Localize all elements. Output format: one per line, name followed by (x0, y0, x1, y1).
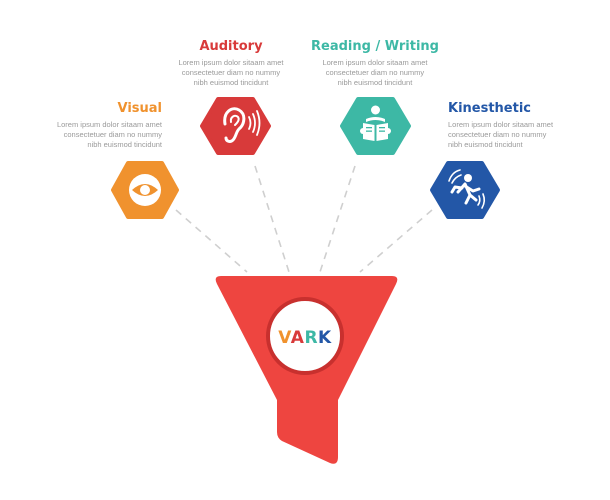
reading-writing-title: Reading / Writing (311, 39, 439, 54)
running-person-icon (448, 169, 486, 209)
desc-line: consectetuer diam no nummy (181, 68, 281, 77)
hexagon-auditory (200, 97, 271, 155)
hexagon-kinesthetic (430, 161, 500, 219)
connector-visual (175, 209, 248, 273)
label-visual: Visual Lorem ipsum dolor sitaam amet con… (20, 101, 162, 150)
desc-line: consectetuer diam no nummy (63, 130, 162, 139)
reading-writing-description: Lorem ipsum dolor sitaam amet consectetu… (300, 58, 450, 88)
vark-letter-r: R (304, 328, 319, 348)
ear-icon (223, 107, 261, 143)
desc-line: Lorem ipsum dolor sitaam amet (322, 58, 428, 67)
auditory-title: Auditory (199, 39, 263, 54)
connector-reading (319, 165, 356, 273)
connector-kinesthetic (359, 209, 433, 273)
desc-line: consectetuer diam no nummy (448, 130, 547, 139)
desc-line: Lorem ipsum dolor sitaam amet (56, 120, 162, 129)
desc-line: consectetuer diam no nummy (325, 68, 425, 77)
desc-line: nibh euismod tincidunt (337, 78, 413, 87)
desc-line: nibh euismod tincidunt (87, 140, 162, 149)
reading-person-icon (360, 105, 391, 141)
visual-description: Lorem ipsum dolor sitaam amet consectetu… (20, 120, 162, 150)
label-reading-writing: Reading / Writing Lorem ipsum dolor sita… (300, 39, 450, 88)
hexagon-reading-writing (340, 97, 411, 155)
connector-lines (175, 165, 433, 273)
kinesthetic-title: Kinesthetic (448, 101, 532, 116)
label-kinesthetic: Kinesthetic Lorem ipsum dolor sitaam ame… (448, 101, 598, 150)
eye-icon (129, 174, 161, 206)
vark-letter-a: A (290, 328, 305, 348)
desc-line: nibh euismod tincidunt (193, 78, 269, 87)
desc-line: Lorem ipsum dolor sitaam amet (448, 120, 554, 129)
label-auditory: Auditory Lorem ipsum dolor sitaam amet c… (160, 39, 302, 88)
visual-title: Visual (117, 101, 162, 116)
vark-letter-v: V (278, 328, 291, 348)
kinesthetic-description: Lorem ipsum dolor sitaam amet consectetu… (448, 120, 598, 150)
funnel-circle (266, 297, 344, 375)
connector-auditory (254, 165, 290, 273)
desc-line: Lorem ipsum dolor sitaam amet (178, 58, 284, 67)
funnel (215, 276, 398, 464)
vark-title: VARK (270, 328, 340, 348)
hexagon-visual (111, 161, 179, 219)
desc-line: nibh euismod tincidunt (448, 140, 523, 149)
auditory-description: Lorem ipsum dolor sitaam amet consectetu… (160, 58, 302, 88)
vark-letter-k: K (318, 328, 332, 348)
